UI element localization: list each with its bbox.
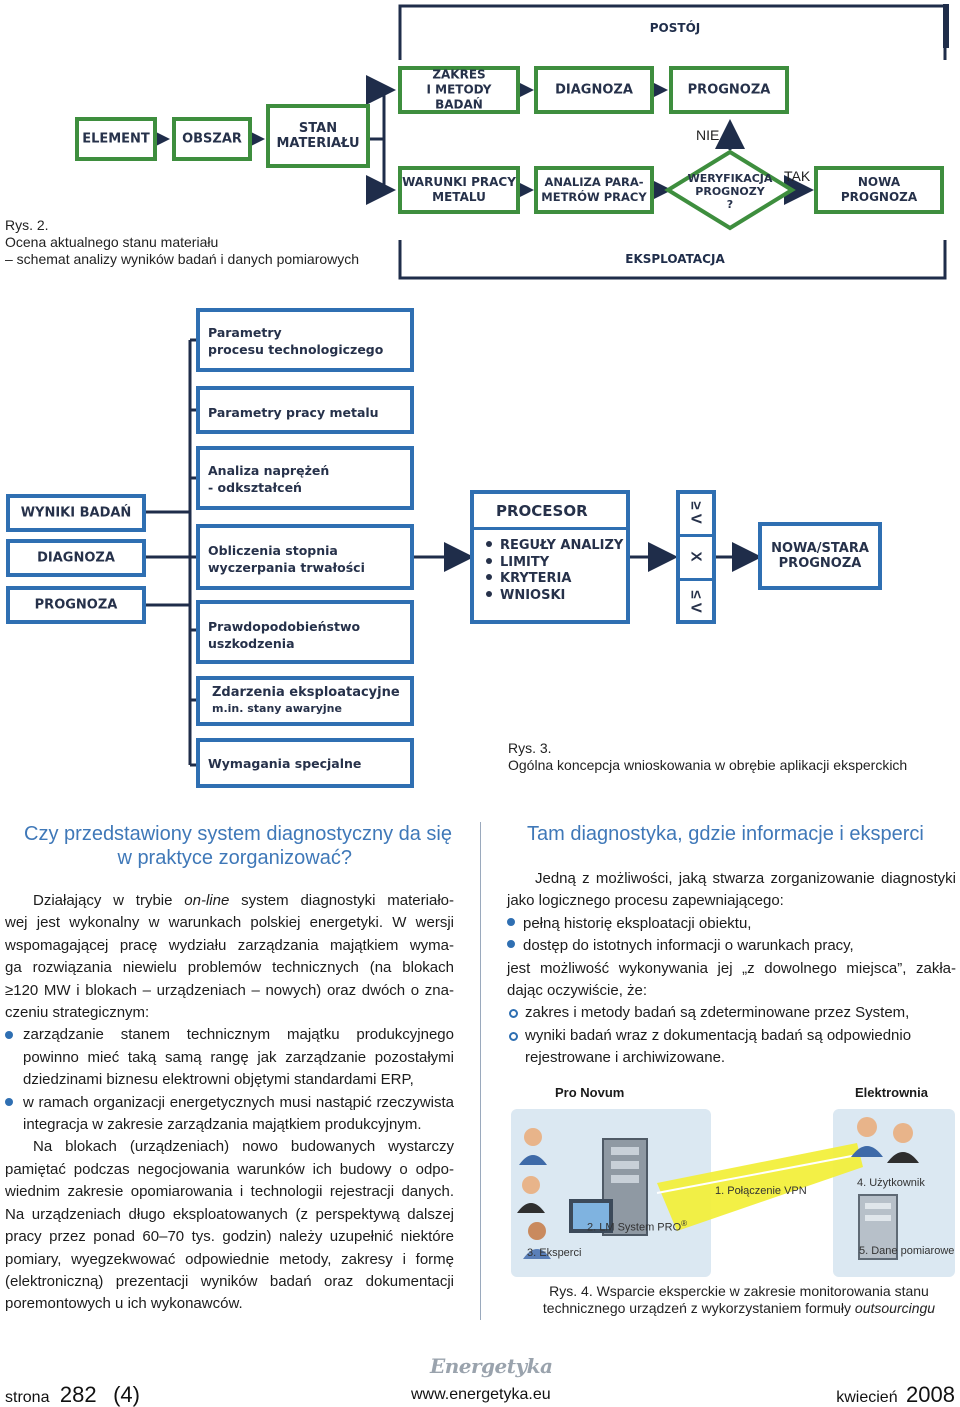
box-obszar: OBSZAR [172,117,252,161]
symbol-le: ≤ V [687,590,705,613]
fig4-illustration [511,1109,955,1277]
eksploatacja-label: EKSPLOATACJA [625,252,725,266]
footer-page: strona 282 (4) [5,1382,140,1407]
label-elektrownia: Elektrownia [855,1085,928,1100]
box-procesor: PROCESOR REGUŁY ANALIZY LIMITY KRYTERIA … [470,490,630,624]
figure-3: WYNIKI BADAŃ DIAGNOZA PROGNOZA Parametry… [0,300,960,790]
left-paragraph-1: Działający w trybie on-line system diagn… [5,892,454,1022]
nie-label: NIE [696,127,720,143]
box-comparison: ≥ V X ≤ V [676,490,716,624]
left-heading: Czy przedstawiony system diagnostyczny d… [24,823,452,869]
procesor-title: PROCESOR [496,502,588,520]
label-pro-novum: Pro Novum [555,1085,625,1100]
symbol-x: X [687,551,705,562]
box-analiza-parametrow: ANALIZA PARA-METRÓW PRACY [534,166,654,214]
postoj-label: POSTÓJ [649,21,701,35]
box-diagnoza-fig3: DIAGNOZA [6,539,146,577]
box-parametry-pracy-metalu: Parametry pracy metalu [196,386,414,434]
figure-2-connectors [140,4,949,280]
box-prognoza-fig3: PROGNOZA [6,586,146,624]
figure-2: POSTÓJ EKSPLOATACJA NIE TAK ELEMENT OBSZ… [0,0,960,290]
fig4-item-3: 3. Eksperci [527,1247,582,1259]
box-diagnoza: DIAGNOZA [534,66,654,114]
right-column: Tam diagnostyka, gdzie informacje i eksp… [507,822,956,1070]
box-prognoza: PROGNOZA [669,66,789,114]
column-divider [480,822,481,1320]
figure-3-connectors [146,338,762,767]
left-column: Czy przedstawiony system diagnostyczny d… [5,822,454,1316]
box-wyniki-badan: WYNIKI BADAŃ [6,494,146,532]
symbol-ge: ≥ V [687,501,705,524]
box-analiza-naprezen: Analiza naprężeń- odkształceń [196,446,414,510]
left-bullet-list: zarządzanie stanem technicznym majątku p… [5,1024,454,1136]
box-element: ELEMENT [75,117,157,161]
fig4-item-4: 4. Użytkownik [857,1177,925,1189]
fig4-caption: Rys. 4. Wsparcie eksperckie w zakresie m… [542,1283,936,1316]
figure-4: Pro Novum Elektrownia 1. Połączenie VPN … [507,1085,959,1325]
footer-logo: Energetyka [430,1354,553,1378]
footer-website: www.energetyka.eu [411,1386,551,1403]
right-paragraph-1: Jedną z możliwości, jaką stwarza zorgani… [507,870,956,1067]
box-wymagania-specjalne: Wymagania specjalne [196,738,414,788]
fig4-item-2: 2. LM System PRO® [587,1219,688,1234]
footer-date: kwiecień 2008 [836,1382,955,1407]
right-heading: Tam diagnostyka, gdzie informacje i eksp… [527,823,924,845]
tak-label: TAK [784,168,811,184]
footer: Energetyka strona 282 (4) www.energetyka… [0,1348,960,1407]
fig2-caption: Rys. 2. Ocena aktualnego stanu materiału… [5,217,360,267]
fig4-item-5: 5. Dane pomiarowe [859,1245,955,1257]
fig3-caption: Rys. 3. Ogólna koncepcja wnioskowania w … [508,740,908,773]
left-paragraph-2: Na blokach (urządzeniach) nowo budowanyc… [5,1138,454,1313]
fig4-item-1: 1. Połączenie VPN [715,1185,807,1197]
